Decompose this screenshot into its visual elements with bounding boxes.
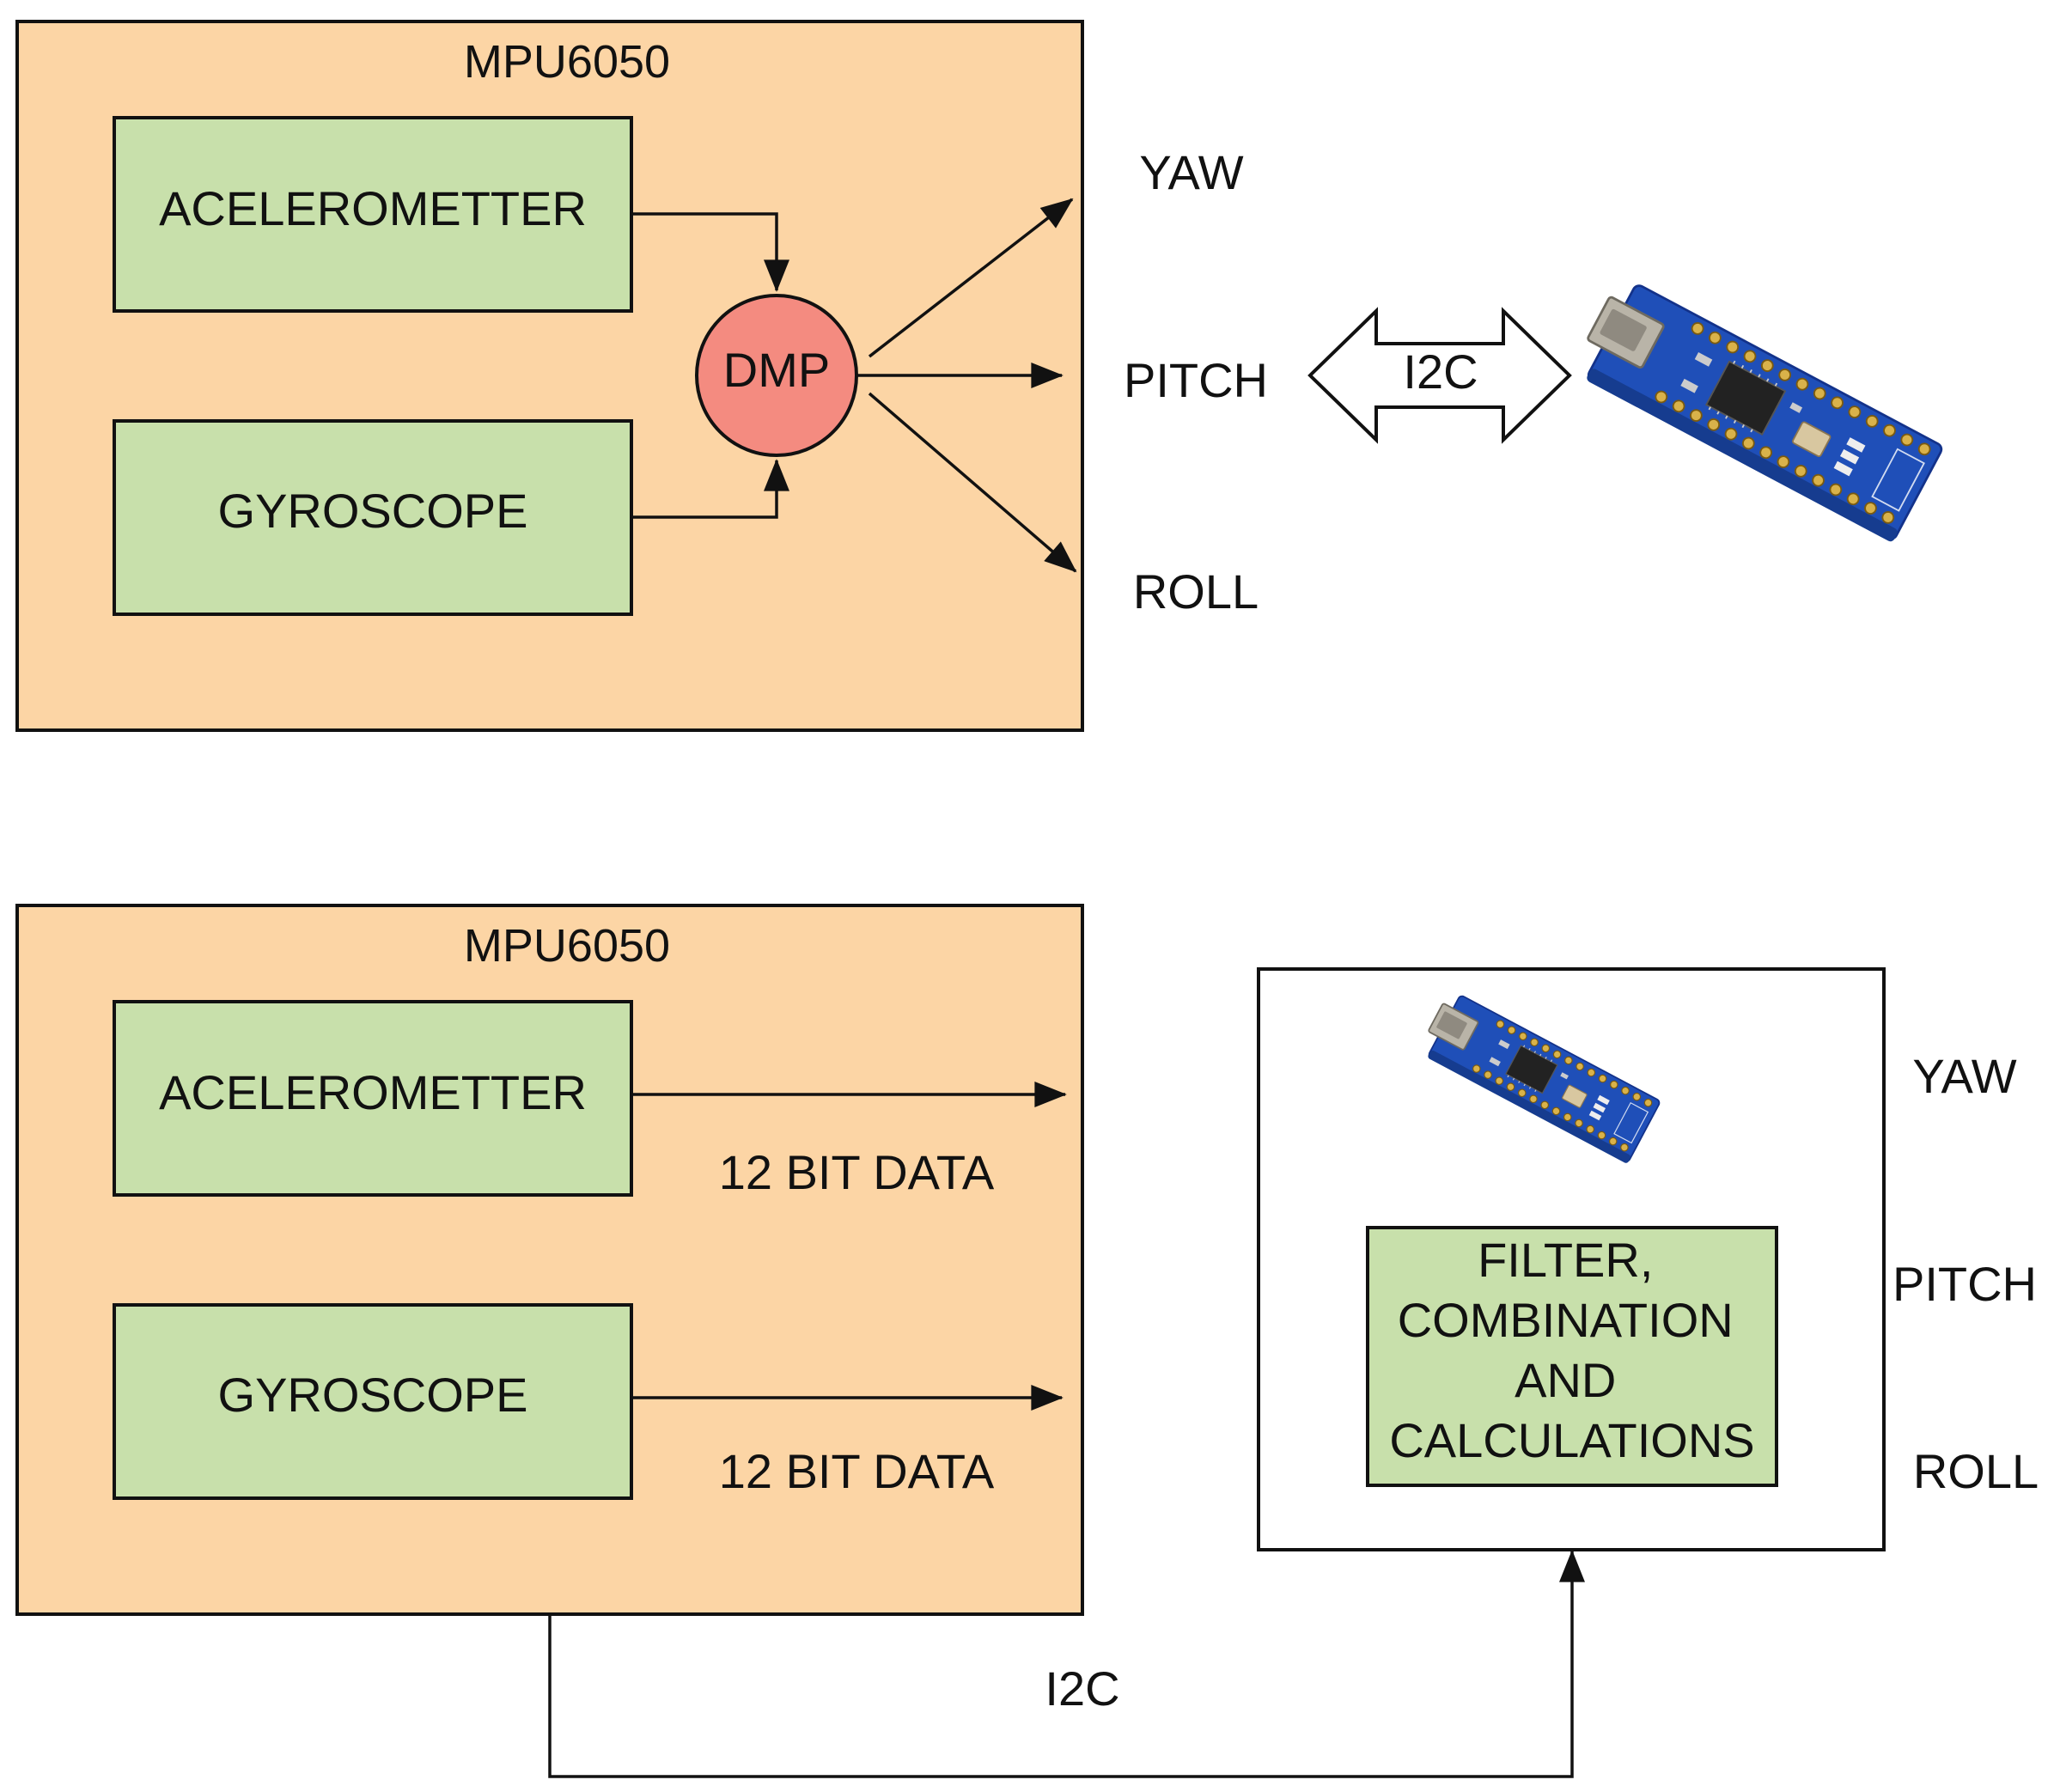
accelerometer-block bbox=[113, 116, 633, 313]
yaw-label: YAW bbox=[1139, 145, 1243, 199]
roll-label: ROLL bbox=[1133, 564, 1259, 619]
gyro-data-label: 12 BIT DATA bbox=[719, 1444, 995, 1498]
accel-to-dmp-connector bbox=[631, 212, 789, 292]
gyroscope-label: GYROSCOPE bbox=[218, 484, 528, 538]
filter-line-4: CALCULATIONS bbox=[1389, 1413, 1754, 1467]
accelerometer-block bbox=[113, 1000, 633, 1197]
pitch-label: PITCH bbox=[1124, 353, 1268, 407]
yaw-label: YAW bbox=[1912, 1049, 2016, 1103]
accelerometer-label: ACELEROMETTER bbox=[159, 1065, 587, 1119]
gyro-to-dmp-connector bbox=[631, 459, 789, 519]
arduino-nano-board-icon bbox=[1569, 274, 1945, 545]
gyroscope-label: GYROSCOPE bbox=[218, 1368, 528, 1422]
i2c-bidirectional-arrow bbox=[1307, 307, 1572, 444]
top-diagram: MPU6050 ACELEROMETTER GYROSCOPE DMP YAW … bbox=[15, 20, 1945, 732]
i2c-bus-connector bbox=[548, 1550, 1585, 1778]
gyroscope-block bbox=[113, 419, 633, 616]
roll-label: ROLL bbox=[1913, 1444, 2039, 1498]
mpu6050-title: MPU6050 bbox=[464, 36, 670, 88]
bottom-diagram: MPU6050 ACELEROMETTER GYROSCOPE 12 BIT D… bbox=[15, 904, 2039, 1778]
filter-block bbox=[1366, 1226, 1778, 1487]
filter-line-2: COMBINATION bbox=[1398, 1293, 1734, 1347]
gyroscope-block bbox=[113, 1303, 633, 1500]
accel-data-label: 12 BIT DATA bbox=[719, 1145, 995, 1199]
filter-line-1: FILTER, bbox=[1478, 1233, 1653, 1287]
pitch-label: PITCH bbox=[1892, 1257, 2037, 1311]
yaw-output-arrow bbox=[868, 198, 1074, 358]
filter-label: FILTER, COMBINATION AND CALCULATIONS bbox=[1389, 1233, 1754, 1467]
roll-output-arrow bbox=[868, 392, 1077, 573]
mpu6050-title: MPU6050 bbox=[464, 920, 670, 972]
i2c-label: I2C bbox=[1403, 344, 1478, 399]
i2c-label: I2C bbox=[1045, 1661, 1119, 1716]
filter-line-3: AND bbox=[1515, 1353, 1616, 1407]
accelerometer-label: ACELEROMETTER bbox=[159, 181, 587, 235]
dmp-label: DMP bbox=[723, 343, 830, 397]
